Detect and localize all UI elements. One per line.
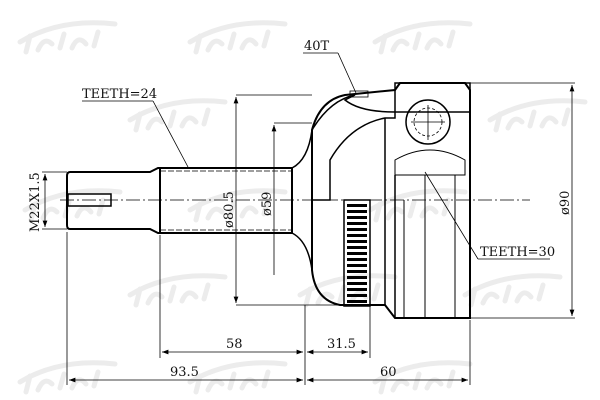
watermark-logo [190, 363, 285, 392]
dia-outer-label: ø90 [558, 191, 573, 215]
abs-tooth [347, 216, 367, 219]
abs-tooth [347, 246, 367, 249]
abs-tooth [347, 252, 367, 255]
thread-label: M22X1.5 [28, 172, 43, 232]
watermark-logo [490, 101, 585, 130]
shaft [66, 129, 313, 271]
dia-flange-label: ø80.5 [222, 191, 237, 228]
watermark-logo [465, 276, 560, 305]
abs-tooth [347, 258, 367, 261]
outer-race-housing [311, 82, 471, 319]
abs-tooth [347, 210, 367, 213]
watermark-logo [190, 23, 285, 52]
teeth-inner-label: TEETH=30 [480, 245, 555, 260]
watermark-logo [130, 276, 225, 305]
dia-seat-label: ø59 [260, 192, 275, 216]
teeth-shaft-label: TEETH=24 [82, 87, 157, 102]
abs-tooth [347, 228, 367, 231]
abs-tooth [347, 222, 367, 225]
abs-tooth [347, 288, 367, 291]
watermark-logo [375, 23, 470, 52]
abs-tooth [347, 282, 367, 285]
abs-tooth [347, 276, 367, 279]
abs-ring-top [349, 90, 369, 98]
abs-teeth-label: 40T [304, 39, 330, 54]
dimension-lines [42, 82, 575, 385]
abs-tooth [347, 264, 367, 267]
watermark-logo [20, 363, 115, 392]
abs-tooth [347, 300, 367, 303]
abs-tooth [347, 294, 367, 297]
dim-60: 60 [380, 365, 397, 380]
watermarks [20, 23, 585, 392]
abs-ring [343, 199, 371, 307]
watermark-logo [130, 101, 225, 130]
dim-93-5: 93.5 [170, 365, 199, 380]
abs-tooth [347, 204, 367, 207]
dim-31-5: 31.5 [327, 337, 356, 352]
watermark-logo [20, 23, 115, 52]
abs-tooth [347, 270, 367, 273]
leaders [82, 52, 550, 260]
abs-tooth [347, 234, 367, 237]
abs-tooth [347, 240, 367, 243]
dim-58: 58 [226, 337, 243, 352]
